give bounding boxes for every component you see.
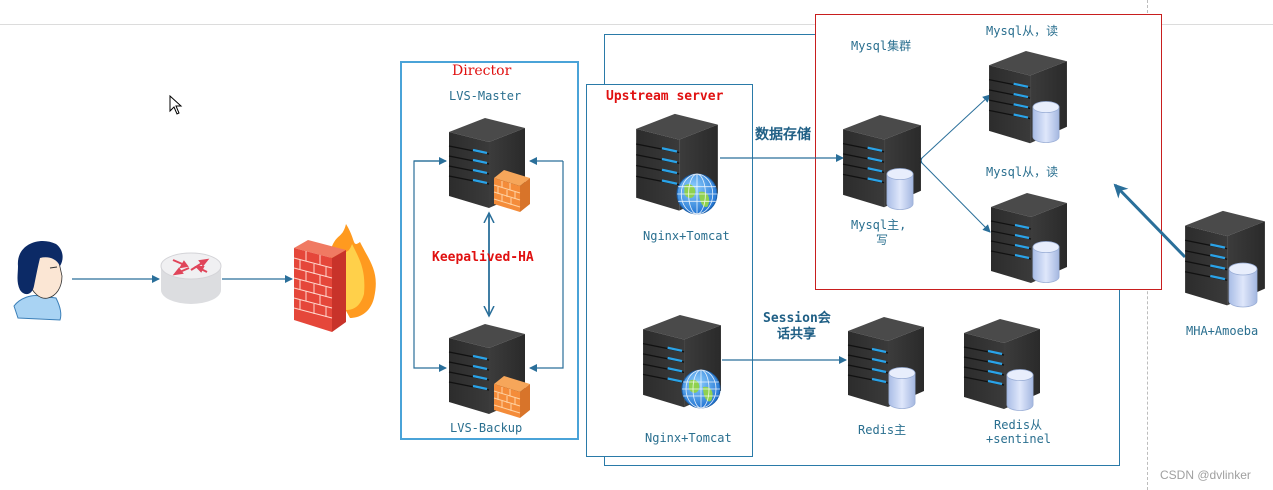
web1-globe-icon <box>676 173 718 215</box>
session-share-label-line1: Session会 <box>763 311 831 326</box>
mysql-slave1-label: Mysql从，读 <box>986 24 1059 38</box>
edge-lvs-right-loop <box>529 161 564 372</box>
user-icon <box>13 240 63 321</box>
mysql-master-label-line1: Mysql主, <box>851 218 907 232</box>
firewall-icon <box>293 224 376 332</box>
lvs-backup-firewall-icon <box>492 374 532 418</box>
watermark: CSDN @dvlinker <box>1160 468 1251 482</box>
router-icon <box>160 252 222 304</box>
web1-label: Nginx+Tomcat <box>643 229 730 243</box>
redis-master-label: Redis主 <box>858 423 907 437</box>
lvs-master-label: LVS-Master <box>449 89 522 103</box>
mouse-cursor-icon <box>169 94 183 115</box>
edge-mysql-replication-1 <box>914 94 991 166</box>
mha-database-icon <box>1228 261 1258 309</box>
web2-globe-icon <box>681 369 721 409</box>
redis-slave-database-icon <box>1006 368 1034 412</box>
session-share-label-line2: 话共享 <box>777 327 817 342</box>
mysql-master-database-icon <box>886 166 914 212</box>
mysql-master-label-line2: 写 <box>876 233 889 247</box>
keepalived-ha-label: Keepalived-HA <box>432 250 534 265</box>
web2-label: Nginx+Tomcat <box>645 431 732 445</box>
mysql-slave2-database-icon <box>1032 240 1060 284</box>
top-divider <box>0 24 1273 25</box>
data-storage-label: 数据存储 <box>755 127 811 143</box>
mha-label: MHA+Amoeba <box>1186 324 1259 338</box>
director-group-label: Director <box>452 63 512 79</box>
mysql-slave1-database-icon <box>1032 100 1060 144</box>
lvs-backup-label: LVS-Backup <box>450 421 523 435</box>
lvs-master-firewall-icon <box>492 168 532 212</box>
mysql-slave2-label: Mysql从，读 <box>986 165 1059 179</box>
edge-mysql-replication-2 <box>914 155 991 233</box>
mysql-cluster-label: Mysql集群 <box>851 39 912 53</box>
redis-slave-label-line2: +sentinel <box>986 432 1052 446</box>
upstream-group-label: Upstream server <box>606 89 724 104</box>
redis-slave-label-line1: Redis从 <box>994 418 1043 432</box>
edge-mha-monitor <box>1113 183 1187 259</box>
redis-master-database-icon <box>888 365 916 411</box>
